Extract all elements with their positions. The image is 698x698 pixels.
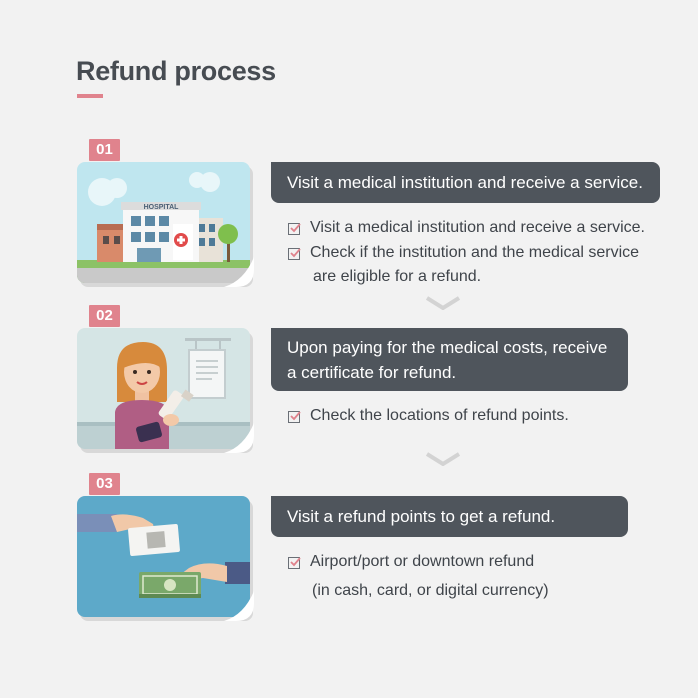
page-curl-icon: [224, 257, 254, 287]
title-underline: [77, 94, 103, 98]
step-banner: Visit a refund points to get a refund.: [271, 496, 628, 537]
cash-exchange-icon: [77, 496, 250, 617]
step-banner-text: Visit a medical institution and receive …: [287, 172, 643, 192]
page-curl-icon: [224, 591, 254, 621]
step-banner: Visit a medical institution and receive …: [271, 162, 660, 203]
pharmacist-illustration: [77, 328, 250, 449]
step-number-badge: 02: [89, 305, 120, 327]
chevron-down-icon: [425, 296, 461, 310]
checklist-item: Check if the institution and the medical…: [288, 244, 639, 262]
hospital-sign: HOSPITAL: [144, 204, 180, 211]
checklist-text: Check if the institution and the medical…: [310, 244, 640, 261]
checkbox-icon: [288, 248, 301, 260]
checklist-item: Visit a medical institution and receive …: [288, 219, 645, 237]
checkbox-icon: [288, 223, 301, 235]
checklist-continuation: are eligible for a refund.: [313, 268, 482, 285]
step-banner: Upon paying for the medical costs, recei…: [271, 328, 628, 391]
step-banner-text: a certificate for refund.: [287, 362, 457, 382]
checkbox-icon: [288, 557, 301, 569]
checklist-item: Airport/port or downtown refund: [288, 553, 534, 571]
page-curl-icon: [224, 423, 254, 453]
checklist-continuation: (in cash, card, or digital currency): [312, 582, 549, 599]
checklist-item: Check the locations of refund points.: [288, 407, 569, 425]
page-title: Refund process: [76, 56, 276, 86]
step-number-badge: 03: [89, 473, 120, 495]
cash-exchange-illustration: [77, 496, 250, 617]
hospital-illustration: HOSPITAL: [77, 162, 250, 283]
checklist-text: Visit a medical institution and receive …: [310, 219, 645, 236]
chevron-down-icon: [425, 452, 461, 466]
hospital-icon: HOSPITAL: [77, 162, 250, 283]
checklist-text: Check the locations of refund points.: [310, 407, 569, 424]
checklist-text: Airport/port or downtown refund: [310, 553, 535, 570]
step-banner-text: Upon paying for the medical costs, recei…: [287, 337, 608, 357]
step-banner-text: Visit a refund points to get a refund.: [287, 506, 556, 526]
step-number-badge: 01: [89, 139, 120, 161]
pharmacist-icon: [77, 328, 250, 449]
checkbox-icon: [288, 411, 301, 423]
